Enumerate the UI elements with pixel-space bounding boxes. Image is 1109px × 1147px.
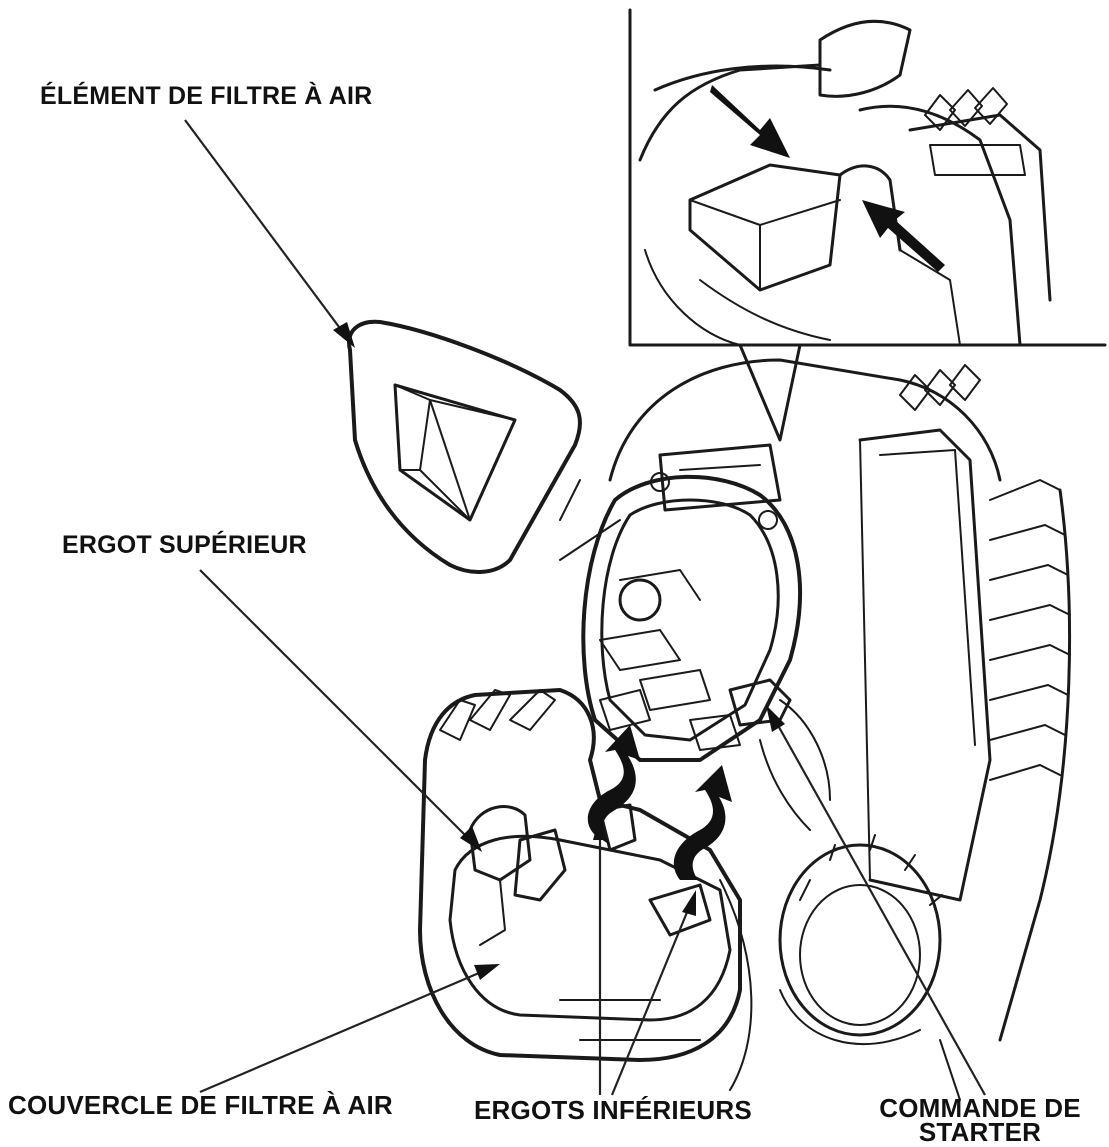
leader-lines	[184, 119, 986, 1096]
label-air-filter-element: ÉLÉMENT DE FILTRE À AIR	[40, 82, 373, 110]
inset-detail	[628, 8, 1107, 442]
label-choke-lever: COMMANDE DE STARTER	[855, 1093, 1105, 1147]
air-filter-element-drawing	[347, 319, 582, 574]
air-filter-cover-drawing	[418, 688, 742, 1062]
label-choke-line2: STARTER	[918, 1116, 1042, 1147]
assembly-arrows	[587, 725, 732, 880]
label-choke-line1: COMMANDE DE	[879, 1093, 1081, 1123]
engine-body-drawing	[608, 358, 1072, 1101]
label-air-filter-cover: COUVERCLE DE FILTRE À AIR	[8, 1090, 393, 1120]
label-lower-tabs: ERGOTS INFÉRIEURS	[474, 1095, 752, 1125]
label-upper-tab: ERGOT SUPÉRIEUR	[62, 531, 307, 559]
air-cleaner-case-drawing	[559, 443, 802, 762]
